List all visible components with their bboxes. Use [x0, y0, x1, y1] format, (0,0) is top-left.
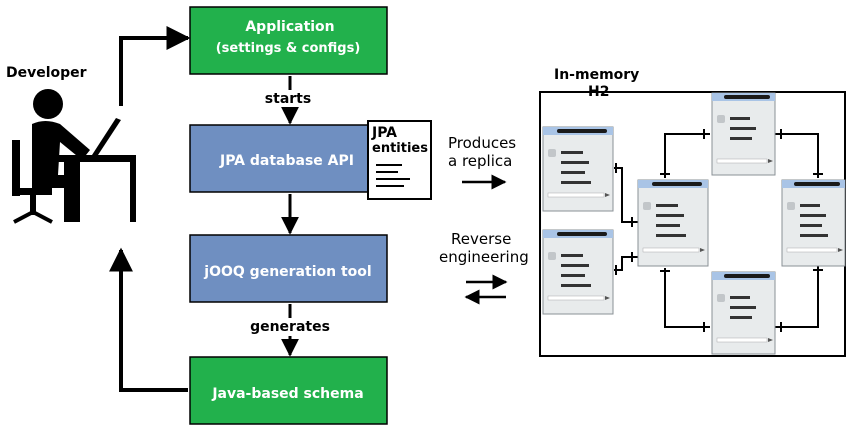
- jpa-entities-title: JPA: [371, 125, 397, 141]
- db-table-icon-5: [781, 179, 846, 267]
- produces-label-line1: Produces: [448, 134, 516, 152]
- jpa-entities-doc: JPA entities: [367, 120, 432, 200]
- jooq-tool-node: jOOQ generation tool: [189, 234, 388, 303]
- reverse-label-line1: Reverse: [451, 230, 511, 248]
- db-table-icon-1: [542, 126, 614, 212]
- jpa-api-label: JPA database API: [219, 153, 354, 169]
- db-table-icon-6: [711, 271, 776, 355]
- java-schema-label: Java-based schema: [211, 386, 363, 402]
- jpa-entities-subtitle: entities: [372, 141, 428, 156]
- application-title: Application: [245, 19, 334, 35]
- reverse-label-line2: engineering: [439, 248, 529, 266]
- application-subtitle: (settings & configs): [216, 41, 361, 56]
- starts-label: starts: [265, 91, 311, 107]
- developer-icon: [12, 89, 136, 224]
- developer-to-application-arrow: [119, 26, 191, 106]
- application-node: Application (settings & configs): [189, 6, 388, 75]
- db-table-icon-3: [637, 179, 709, 267]
- developer-label: Developer: [6, 65, 87, 81]
- generates-label: generates: [250, 319, 330, 335]
- h2-label-line1: In-memory: [554, 67, 639, 83]
- db-table-icon-2: [542, 229, 614, 315]
- reverse-engineering-arrows: [464, 274, 508, 305]
- schema-to-developer-arrow: [109, 247, 188, 392]
- developer-figure: Developer: [6, 65, 136, 224]
- jpa-api-node: JPA database API: [189, 124, 388, 193]
- java-schema-node: Java-based schema: [189, 356, 388, 425]
- jooq-tool-label: jOOQ generation tool: [203, 264, 371, 280]
- produces-label-line2: a replica: [448, 152, 512, 170]
- er-relationships: [614, 129, 823, 332]
- db-table-icon-4: [711, 92, 776, 176]
